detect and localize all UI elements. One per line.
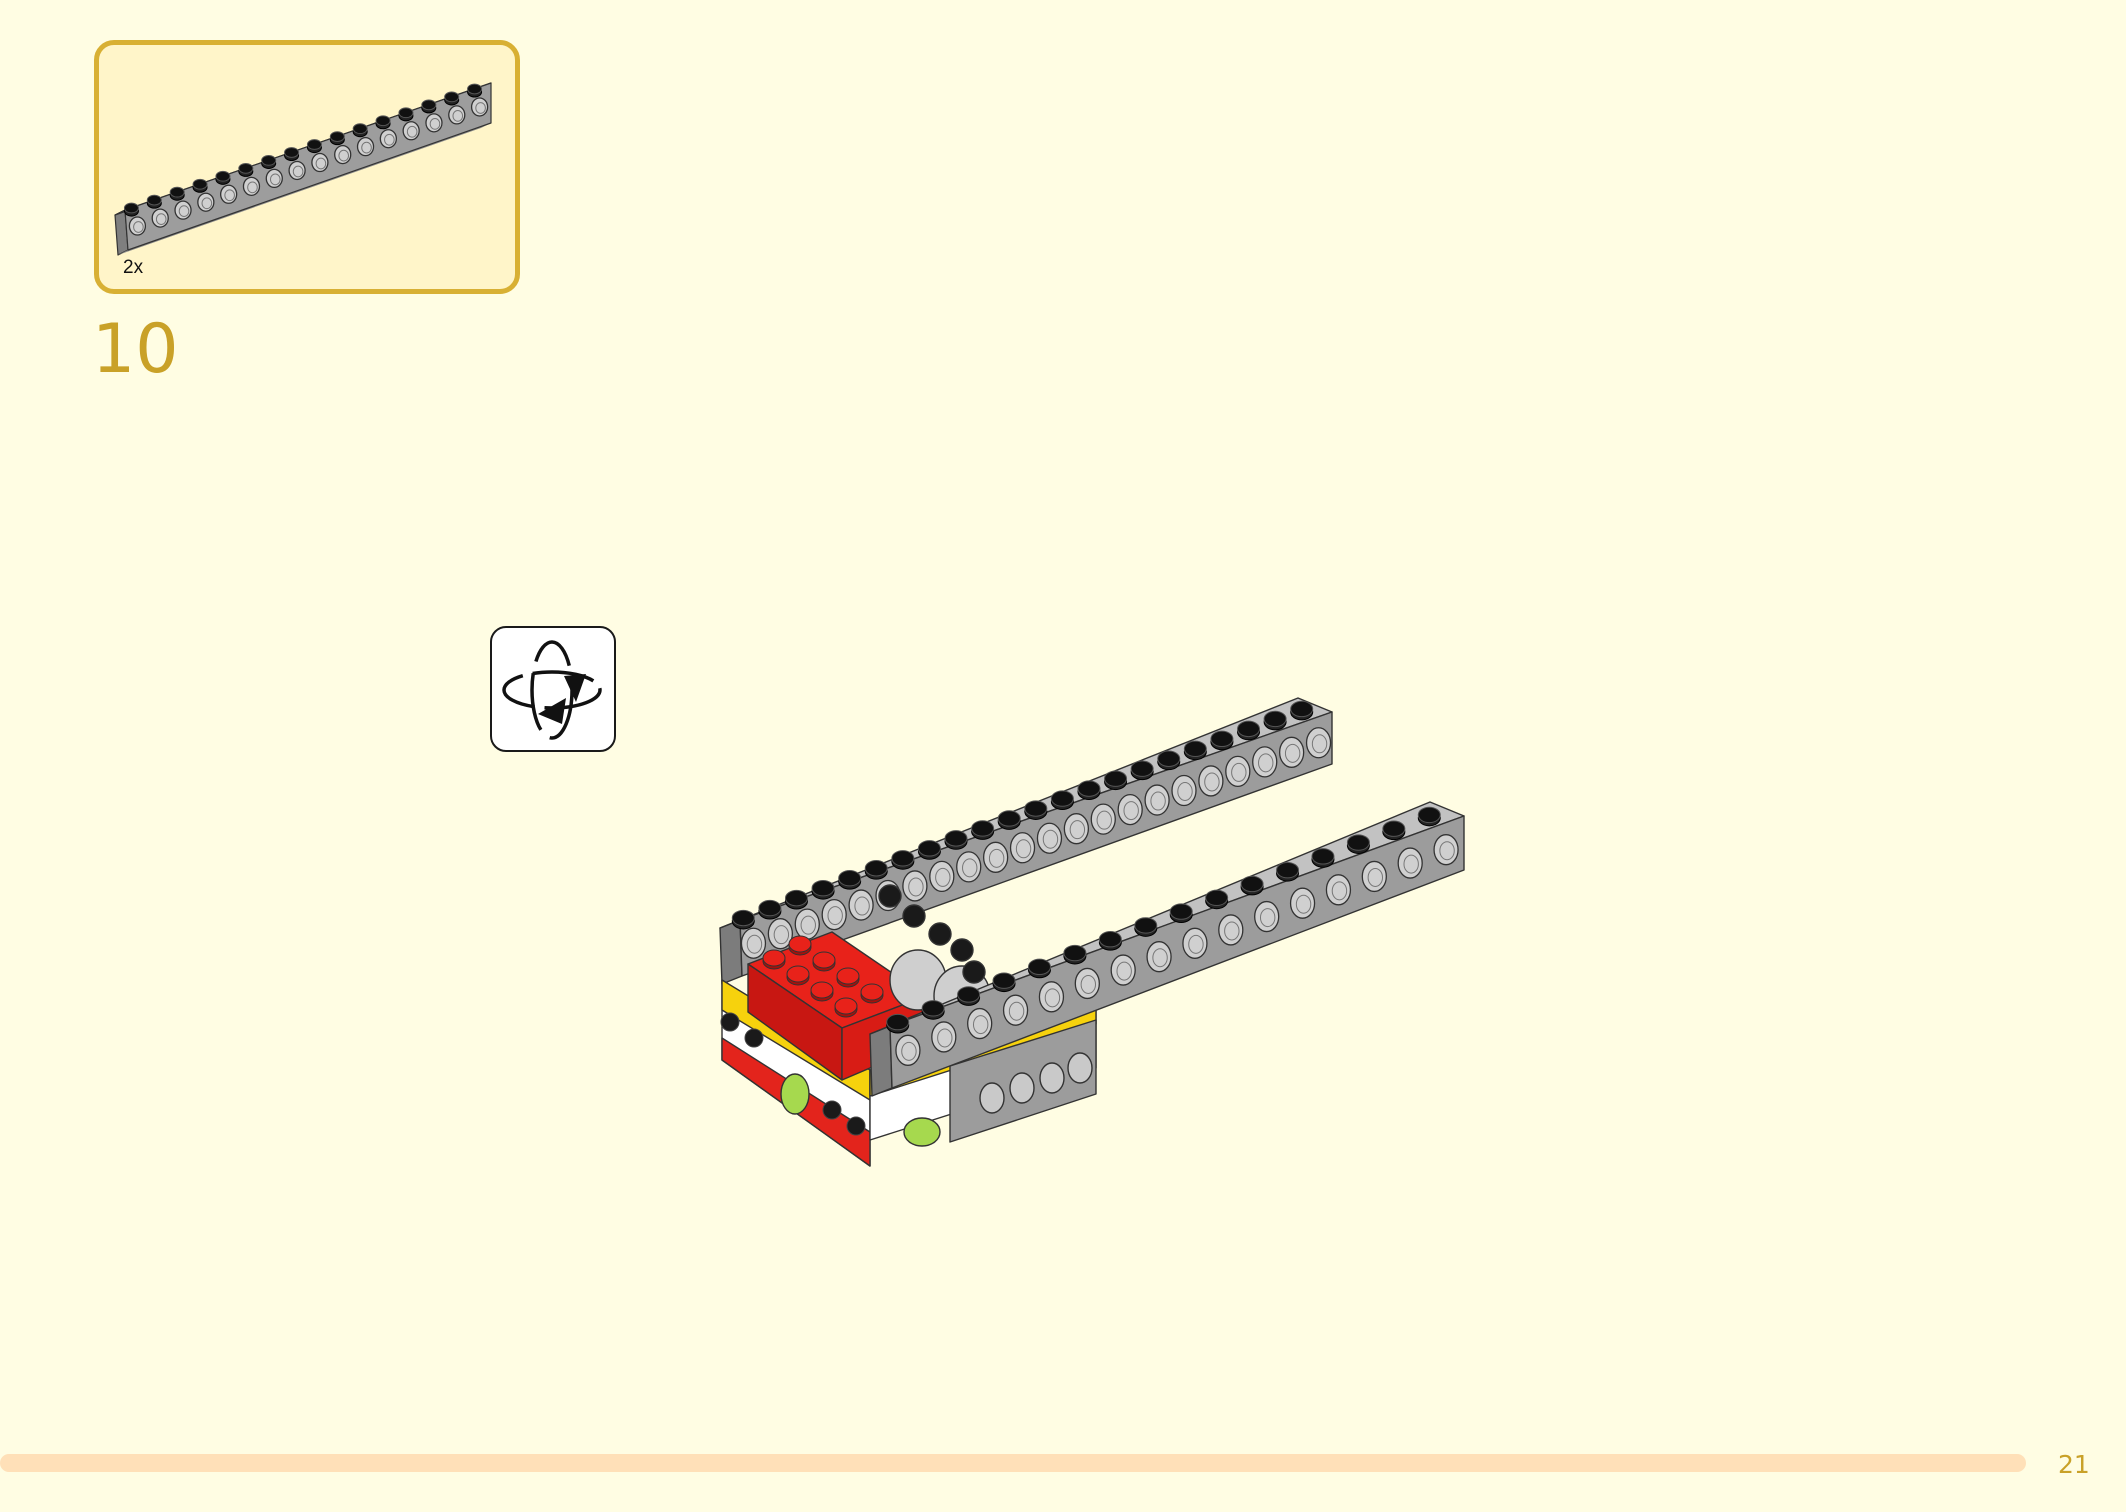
front-beam-holes	[895, 834, 1459, 1066]
back-beam-studs	[731, 700, 1314, 930]
base-pins	[720, 1012, 866, 1136]
red-plate-studs	[762, 935, 884, 1018]
parts-callout: 2x	[94, 40, 520, 294]
side-holes	[979, 1052, 1093, 1114]
beam-studs	[123, 83, 483, 217]
page-number: 21	[2058, 1450, 2090, 1479]
technic-beam-16-icon	[114, 82, 492, 256]
front-beam-studs	[886, 806, 1441, 1034]
model-assembly-icon	[719, 697, 1465, 1167]
part-quantity: 2x	[123, 257, 144, 278]
footer-bar	[0, 1454, 2026, 1472]
beam-holes	[128, 97, 489, 236]
rotate-model-box	[490, 626, 616, 752]
step-number: 10	[92, 310, 179, 389]
back-beam-holes	[740, 727, 1332, 959]
rotate-model-icon	[502, 640, 602, 740]
